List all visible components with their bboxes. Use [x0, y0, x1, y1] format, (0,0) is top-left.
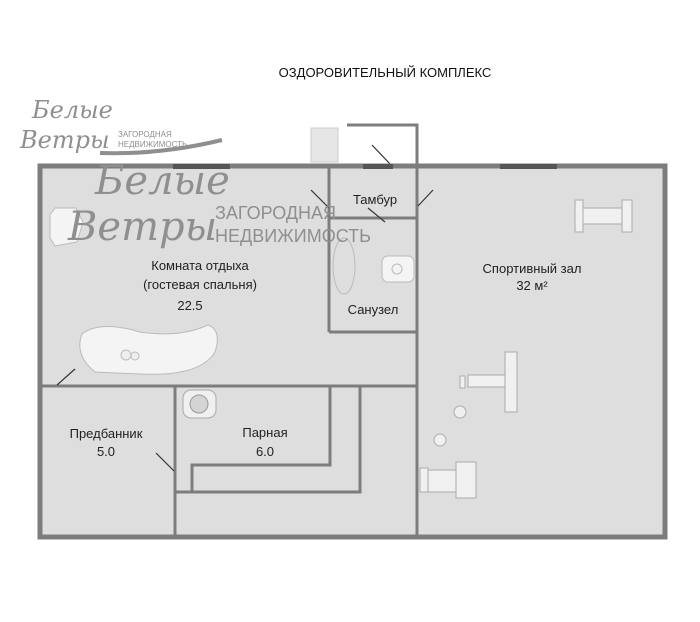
interior-walls — [40, 166, 419, 537]
plan-title: ОЗДОРОВИТЕЛЬНЫЙ КОМПЛЕКС — [279, 65, 492, 80]
room-subtitle-lounge: (гостевая спальня) — [143, 277, 257, 292]
watermark-logo: Белые Ветры ЗАГОРОДНАЯ НЕДВИЖИМОСТЬ — [67, 158, 371, 250]
watermark-line2: Ветры — [67, 204, 217, 250]
watermark-small-tagline2: НЕДВИЖИМОСТЬ — [118, 140, 187, 149]
room-area-steam-room: 6.0 — [256, 444, 274, 459]
room-label-bathroom: Санузел — [348, 302, 399, 317]
room-label-lounge: Комната отдыха — [151, 258, 249, 273]
cushion — [130, 351, 140, 361]
door-swing — [371, 144, 393, 167]
watermark-logo-small: Белые Ветры ЗАГОРОДНАЯ НЕДВИЖИМОСТЬ — [19, 96, 223, 156]
room-area-anteroom: 5.0 — [97, 444, 115, 459]
entrance-porch-wall — [347, 123, 419, 166]
watermark-tagline2: НЕДВИЖИМОСТЬ — [215, 226, 371, 246]
door-swings — [56, 189, 434, 472]
corner-table — [49, 207, 84, 247]
watermark-small-line1: Белые — [31, 96, 113, 124]
entrance-door — [363, 164, 393, 169]
window — [500, 164, 557, 169]
staircase — [310, 127, 339, 163]
watermark-tagline1: ЗАГОРОДНАЯ — [215, 203, 336, 223]
cushion — [120, 349, 132, 361]
watermark-line1: Белые — [94, 158, 230, 204]
room-area-lounge: 22.5 — [177, 298, 202, 313]
room-label-steam-room: Парная — [242, 425, 287, 440]
window — [173, 164, 230, 169]
watermark-small-line2: Ветры — [19, 126, 110, 154]
gym-equipment — [419, 199, 633, 499]
sofa — [79, 324, 218, 375]
watermark-small-tagline1: ЗАГОРОДНАЯ — [118, 130, 172, 139]
shower-tray — [332, 237, 356, 295]
room-label-tambur: Тамбур — [353, 192, 397, 207]
toilet-icon — [381, 255, 415, 283]
room-area-gym: 32 м² — [516, 278, 548, 293]
room-label-gym: Спортивный зал — [483, 261, 582, 276]
room-label-anteroom: Предбанник — [70, 426, 143, 441]
